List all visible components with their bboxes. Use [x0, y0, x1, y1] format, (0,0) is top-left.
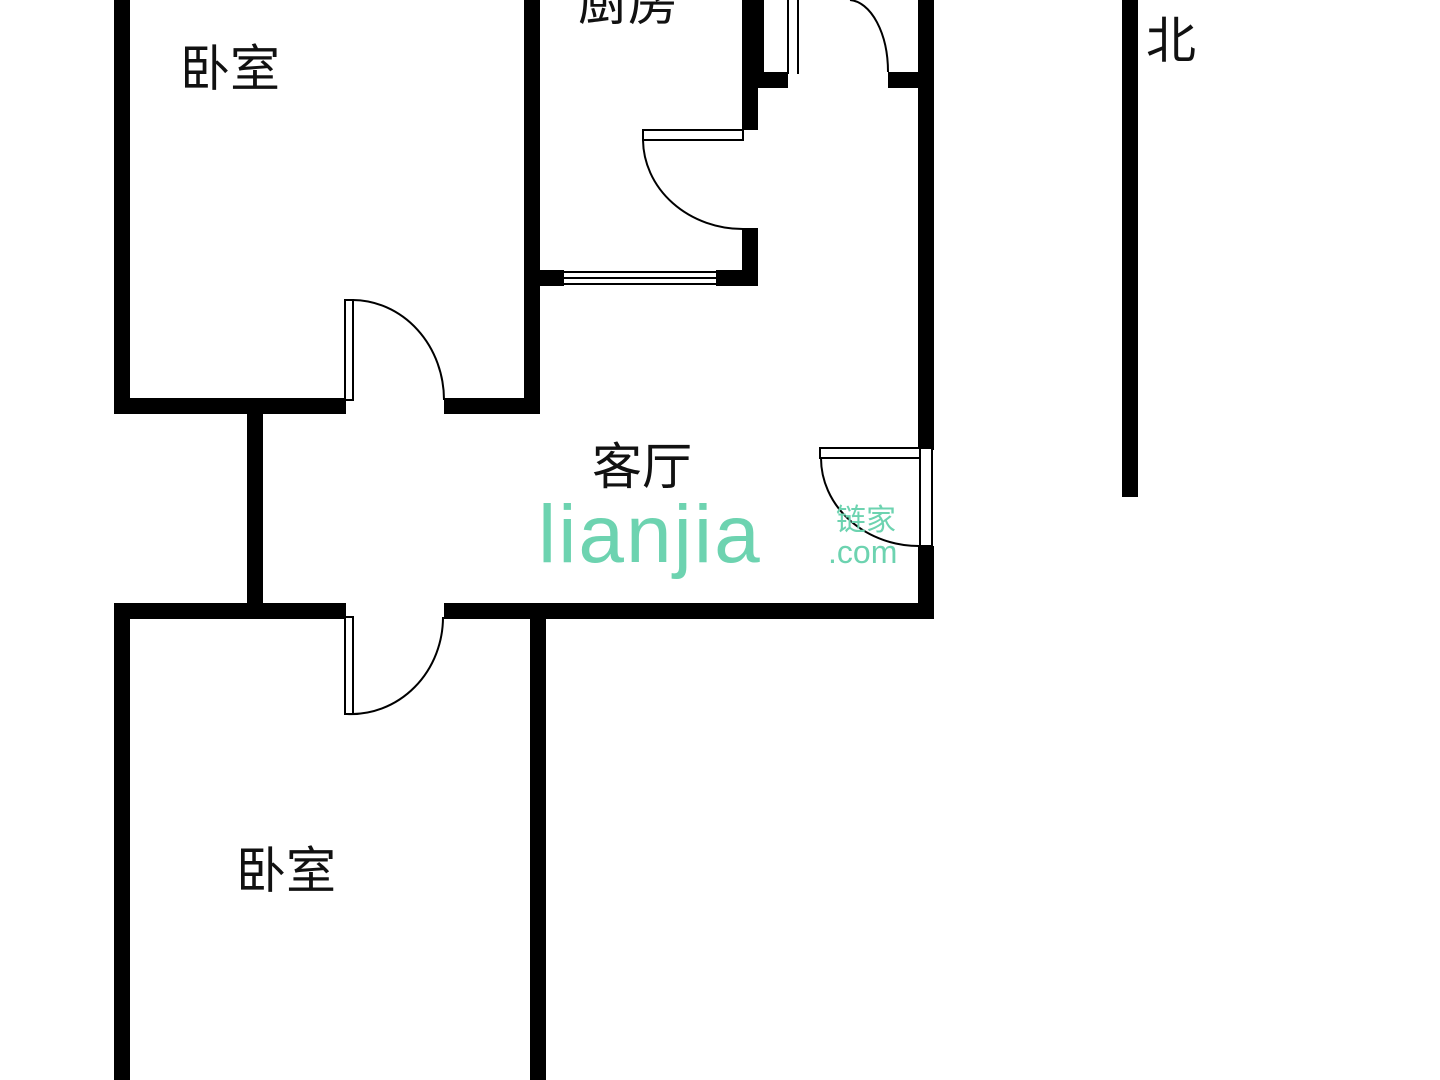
doors	[344, 0, 933, 716]
wall-kitchen-right-upper	[742, 0, 758, 130]
wall-bedroom-top-left	[114, 0, 130, 414]
door-leaf-kitchen	[642, 129, 744, 141]
wall-kitchen-top-ledge	[742, 72, 788, 88]
wall-entry-ledge	[888, 72, 934, 88]
door-arc-bedroom-bottom	[346, 616, 445, 716]
door-arc-living-right	[820, 457, 921, 548]
door-arc-entry-top	[849, 0, 890, 73]
wall-north-line	[1122, 0, 1138, 497]
watermark-cn: 链家	[836, 503, 896, 538]
door-leaf-bedroom-top	[344, 299, 354, 401]
label-bedroom-top: 卧室	[180, 40, 280, 98]
label-kitchen: 厨房	[578, 0, 678, 32]
wall-living-bottom-right	[444, 603, 934, 619]
windows	[564, 0, 799, 285]
door-leaf-bedroom-bottom	[344, 616, 354, 715]
door-leaf-living-right	[819, 447, 921, 459]
label-north: 北	[1146, 12, 1196, 70]
wall-kitchen-window-post	[758, 0, 764, 74]
wall-bedroom-bottom-left	[114, 603, 130, 1080]
label-living-room: 客厅	[592, 438, 692, 496]
door-arc-kitchen	[642, 139, 744, 230]
wall-bedroom-top-bottom-right	[444, 398, 540, 414]
wall-living-right-lower	[918, 546, 934, 618]
watermark-brand: lianjia	[538, 489, 762, 580]
wall-living-left	[247, 414, 263, 604]
wall-living-right-upper	[918, 0, 934, 450]
door-arc-bedroom-top	[352, 299, 445, 401]
wall-bedroom-top-right	[524, 0, 540, 414]
label-bedroom-bottom: 卧室	[236, 842, 336, 900]
wall-bedroom-top-bottom-left	[114, 398, 346, 414]
door-jamb-living-right	[919, 447, 933, 547]
wall-kitchen-bottom-left	[540, 270, 564, 286]
watermark-domain: .com	[828, 534, 898, 570]
wall-living-bottom-left	[114, 603, 346, 619]
walls	[114, 0, 1138, 1080]
wall-bedroom-bottom-right	[530, 619, 546, 1080]
wall-kitchen-right-lower	[742, 228, 758, 286]
